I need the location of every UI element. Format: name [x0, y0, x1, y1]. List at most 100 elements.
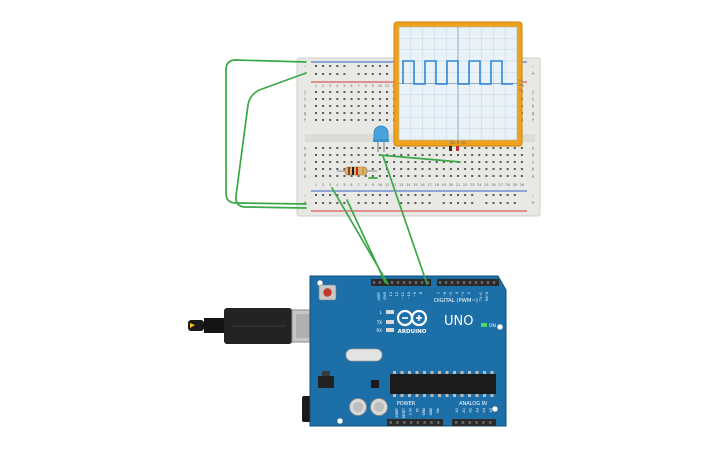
column-number-bottom: 17: [427, 183, 431, 187]
digital-pin-label: ~11: [401, 292, 405, 299]
column-number-top: 8: [365, 84, 367, 88]
row-letter: b: [304, 167, 307, 172]
wire-signal-to-arduino[interactable]: [382, 155, 428, 285]
wires: [225, 59, 461, 285]
rail-sign-right: -: [531, 193, 534, 199]
breadboard-labels: 1122334455667788991010111112121313141415…: [303, 64, 534, 207]
digital-pin-label: ~6: [443, 292, 447, 297]
rail-sign-left: +: [303, 72, 306, 78]
digital-pin-label: RX←0: [485, 292, 489, 301]
column-number-bottom: 8: [365, 183, 367, 187]
row-letter: c: [532, 160, 535, 165]
column-number-bottom: 26: [491, 183, 495, 187]
row-letter: j: [304, 90, 306, 95]
column-number-bottom: 6: [350, 183, 352, 187]
digital-pin-label: 12: [395, 292, 399, 296]
row-letter: i: [304, 97, 307, 102]
digital-pin-label: 4: [455, 292, 459, 294]
analog-pin-label: A4: [482, 408, 486, 412]
power-pin-label: GND: [429, 407, 433, 415]
power-pin-label: Vin: [436, 408, 440, 413]
led-label-rx: RX: [376, 328, 382, 333]
led-rx: [386, 328, 394, 332]
column-number-bottom: 10: [378, 183, 382, 187]
column-number-bottom: 13: [399, 183, 403, 187]
column-number-bottom: 28: [506, 183, 510, 187]
column-number-bottom: 22: [463, 183, 467, 187]
column-number-bottom: 20: [449, 183, 453, 187]
led-blue[interactable]: [373, 125, 389, 152]
arduino-model-label: UNO: [444, 314, 473, 329]
column-number-bottom: 24: [477, 183, 481, 187]
resistor[interactable]: [337, 166, 377, 176]
wire-led-to-scope[interactable]: [379, 154, 461, 163]
digital-header-right[interactable]: [437, 279, 499, 286]
column-number-bottom: 25: [484, 183, 488, 187]
column-number-bottom: 18: [435, 183, 439, 187]
digital-header-left[interactable]: [371, 279, 431, 286]
wire-left-outer[interactable]: [225, 59, 307, 205]
power-pin-label: 3.3V: [409, 407, 413, 415]
analog-header-label: ANALOG IN: [459, 401, 487, 407]
rail-sign-right: +: [531, 72, 534, 78]
wire-pin-to-breadboard[interactable]: [346, 199, 386, 283]
led-tx: [386, 320, 394, 324]
analog-header[interactable]: [452, 419, 496, 426]
analog-pin-label: A3: [475, 408, 479, 412]
digital-pin-label: 8: [419, 292, 423, 294]
column-number-top: 4: [336, 84, 338, 88]
led-label-l: L: [380, 310, 383, 315]
column-number-bottom: 7: [358, 183, 360, 187]
led-label-tx: TX: [376, 320, 382, 325]
row-letter: f: [304, 118, 307, 123]
column-number-bottom: 1: [315, 183, 317, 187]
row-letter: j: [532, 90, 534, 95]
small-chip: [371, 380, 379, 388]
column-number-bottom: 3: [329, 183, 331, 187]
probe-lead-black: [449, 146, 452, 151]
wire-left-inner[interactable]: [235, 72, 307, 209]
reset-button-cap: [323, 288, 332, 297]
column-number-top: 5: [343, 84, 345, 88]
column-number-bottom: 30: [520, 183, 524, 187]
column-number-bottom: 11: [385, 183, 389, 187]
arduino-brand-label: ARDUINO: [398, 329, 427, 335]
power-header[interactable]: [387, 419, 443, 426]
row-letter: e: [532, 146, 535, 151]
digital-pin-label: 13: [389, 292, 393, 296]
column-number-bottom: 9: [372, 183, 374, 187]
column-number-bottom: 5: [343, 183, 345, 187]
column-number-bottom: 2: [322, 183, 324, 187]
oscilloscope[interactable]: 10.0 ms 5.0 V: [393, 21, 523, 151]
digital-pin-label: TX→1: [479, 292, 483, 302]
column-number-bottom: 23: [470, 183, 474, 187]
microcontroller-chip: [390, 374, 496, 394]
digital-pin-label: 2: [467, 292, 471, 294]
column-number-top: 10: [378, 84, 382, 88]
power-pin-label: GND: [422, 407, 426, 415]
column-number-bottom: 4: [336, 183, 338, 187]
row-letter: a: [304, 174, 307, 179]
column-number-bottom: 27: [498, 183, 502, 187]
row-letter: d: [304, 153, 307, 158]
column-number-top: 2: [322, 84, 324, 88]
power-pin-label: IOREF: [395, 408, 399, 418]
digital-pin-label: ~3: [461, 292, 465, 297]
rail-sign-right: -: [531, 64, 534, 70]
column-number-top: 6: [350, 84, 352, 88]
probe-lead-red: [456, 146, 459, 151]
column-number-top: 7: [358, 84, 360, 88]
column-number-bottom: 16: [420, 183, 424, 187]
arduino-logo-icon: [396, 309, 428, 327]
rail-sign-left: -: [303, 64, 306, 70]
oscilloscope-time-label: 10.0 ms: [450, 140, 467, 145]
column-number-bottom: 29: [513, 183, 517, 187]
row-letter: h: [304, 104, 307, 109]
digital-pin-label: ~10: [407, 292, 411, 299]
power-pin-label: RESET: [402, 408, 406, 418]
column-number-top: 1: [315, 84, 317, 88]
